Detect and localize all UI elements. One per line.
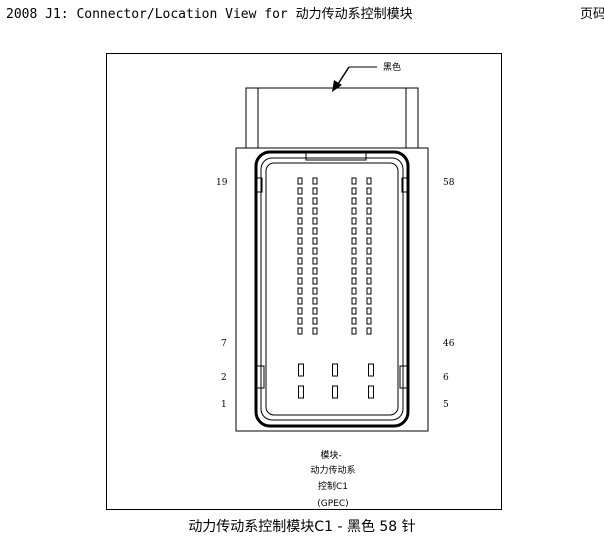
pin-cavity — [366, 287, 372, 295]
color-callout-arrow — [332, 66, 377, 92]
pin-cavity-large — [368, 385, 374, 399]
pin-cavity — [312, 237, 318, 245]
pin-cavity — [366, 267, 372, 275]
pin-cavity — [297, 287, 303, 295]
pin-cavity — [351, 207, 357, 215]
pin-cavity — [312, 177, 318, 185]
pin-cavity — [366, 237, 372, 245]
module-label-line2: 动力传动系 — [310, 464, 355, 476]
pin-cavity — [312, 287, 318, 295]
pin-cavity — [312, 227, 318, 235]
pin-label-58: 58 — [443, 178, 455, 188]
pin-cavity — [312, 267, 318, 275]
pin-cavity — [366, 207, 372, 215]
pin-cavity — [312, 277, 318, 285]
pin-cavity — [351, 327, 357, 335]
pin-cavity — [351, 217, 357, 225]
pin-cavity — [312, 257, 318, 265]
pin-cavity — [351, 247, 357, 255]
pin-cavity — [312, 307, 318, 315]
pin-cavity — [297, 297, 303, 305]
pin-cavity — [366, 317, 372, 325]
pin-label-7: 7 — [221, 339, 227, 349]
pin-cavity — [312, 317, 318, 325]
pin-cavity — [312, 187, 318, 195]
pin-cavity — [366, 307, 372, 315]
pin-cavity — [297, 327, 303, 335]
pin-cavity — [297, 227, 303, 235]
pin-cavity — [366, 197, 372, 205]
pin-cavity — [312, 327, 318, 335]
module-label-line1: 模块- — [320, 449, 341, 461]
pin-label-5: 5 — [443, 400, 449, 410]
pin-cavity — [351, 267, 357, 275]
pin-cavity — [351, 227, 357, 235]
module-label-line4: (GPEC) — [317, 499, 348, 509]
pin-cavity — [366, 217, 372, 225]
pin-cavity — [297, 247, 303, 255]
pin-cavity — [297, 267, 303, 275]
module-label-line3: 控制C1 — [318, 480, 348, 492]
pin-cavity — [366, 177, 372, 185]
pin-cavity — [366, 297, 372, 305]
page-header-title: 2008 J1: Connector/Location View for 动力传… — [6, 7, 413, 22]
pin-cavity — [351, 307, 357, 315]
pin-cavity — [366, 227, 372, 235]
pin-cavity — [297, 197, 303, 205]
pin-cavity — [351, 287, 357, 295]
connector-latch — [245, 87, 419, 149]
pin-cavity — [312, 247, 318, 255]
pin-cavity — [351, 317, 357, 325]
pin-cavity — [297, 277, 303, 285]
pin-cavity — [297, 217, 303, 225]
pin-cavity — [351, 237, 357, 245]
pin-cavity — [351, 197, 357, 205]
connector-housing — [235, 147, 429, 432]
pin-cavity — [366, 247, 372, 255]
pin-cavities — [297, 177, 374, 399]
pin-cavity — [351, 187, 357, 195]
figure-caption: 动力传动系控制模块C1 - 黑色 58 针 — [188, 519, 416, 535]
pin-cavity — [297, 317, 303, 325]
connector-diagram-frame — [106, 53, 502, 510]
pin-cavity — [366, 187, 372, 195]
pin-cavity — [297, 257, 303, 265]
pin-cavity — [312, 217, 318, 225]
pin-label-19: 19 — [216, 178, 228, 188]
pin-label-1: 1 — [221, 400, 227, 410]
pin-cavity-large — [298, 385, 304, 399]
pin-cavity — [351, 297, 357, 305]
pin-cavity — [297, 207, 303, 215]
pin-cavity — [297, 237, 303, 245]
pin-cavity — [297, 187, 303, 195]
pin-cavity — [312, 197, 318, 205]
pin-cavity — [312, 297, 318, 305]
pin-cavity-large — [368, 363, 374, 377]
pin-cavity-large — [298, 363, 304, 377]
pin-cavity — [366, 277, 372, 285]
page-reference: 页码 — [579, 7, 604, 22]
pin-cavity — [297, 307, 303, 315]
pin-cavity — [297, 177, 303, 185]
pin-label-6: 6 — [443, 373, 449, 383]
pin-cavity — [312, 207, 318, 215]
pin-cavity — [366, 257, 372, 265]
pin-label-2: 2 — [221, 373, 227, 383]
pin-cavity-large — [332, 385, 338, 399]
pin-cavity-large — [332, 363, 338, 377]
pin-label-46: 46 — [443, 339, 455, 349]
pin-cavity — [351, 177, 357, 185]
color-callout-label: 黑色 — [383, 61, 401, 73]
pin-cavity — [366, 327, 372, 335]
pin-cavity — [351, 257, 357, 265]
pin-cavity — [351, 277, 357, 285]
